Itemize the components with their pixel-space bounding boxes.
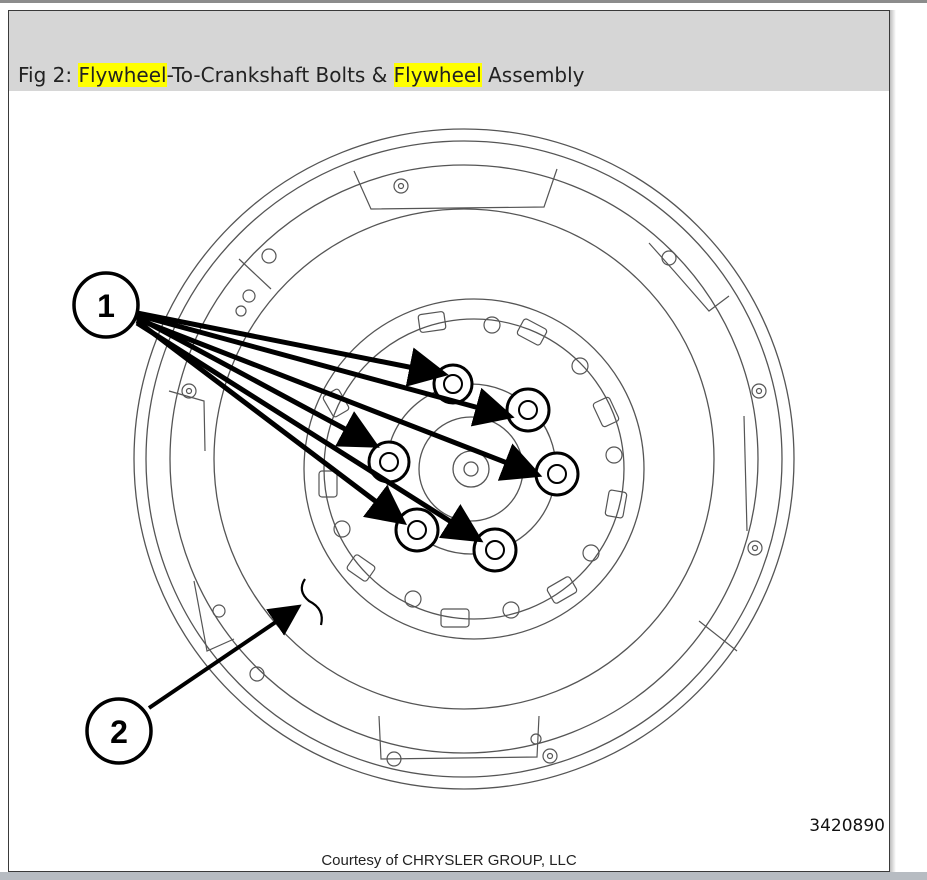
flywheel-rings (133, 128, 795, 790)
caption-suffix: Assembly (481, 63, 585, 87)
leader-to-bolt-upper-right (136, 312, 515, 427)
bolt-right (534, 451, 580, 497)
ring-hole (393, 178, 409, 194)
hub-slot (604, 489, 628, 519)
frame-shadow (890, 10, 896, 872)
bolt-upper-right (505, 387, 551, 433)
bolt-leader-arrows (135, 310, 543, 543)
leader-to-bolt-right (136, 316, 543, 481)
ring-hole (751, 544, 759, 552)
ring-segments (168, 168, 748, 760)
figure-frame: Fig 2: Flywheel-To-Crankshaft Bolts & Fl… (8, 10, 890, 872)
ring-hole (755, 387, 763, 395)
ring-hole (235, 305, 247, 317)
flywheel-diagram: 1 2 (72, 128, 795, 790)
ring-hole (242, 289, 256, 303)
ring-hole (397, 182, 405, 190)
caption-highlight-term-1: Flywheel (78, 63, 167, 87)
hub-slot (440, 608, 470, 628)
segment-left-bottom (193, 580, 235, 652)
hub (303, 298, 645, 640)
hub-slot (346, 554, 376, 582)
ring-hole (751, 383, 767, 399)
flywheel-leader (147, 578, 323, 710)
segment-right (743, 415, 748, 532)
ring-hole (386, 751, 402, 767)
hub-hole (404, 590, 422, 608)
hub-plate-inner (323, 318, 625, 620)
figure-id: 3420890 (809, 816, 885, 836)
callout-2-label: 2 (110, 714, 128, 750)
ring-hole (661, 250, 677, 266)
segment-bottom (378, 715, 540, 760)
hub-slot (318, 470, 338, 498)
caption-middle: -To-Crankshaft Bolts & (166, 63, 394, 87)
caption-prefix: Fig 2: (18, 63, 79, 87)
ring-hole (530, 733, 542, 745)
leader-to-bolt-lower-left (135, 319, 407, 526)
leader-to-bolt-top (136, 310, 449, 387)
leader-to-flywheel (147, 604, 302, 710)
window-bottom-border (0, 872, 927, 880)
callout-2: 2 (85, 697, 153, 765)
hub-hole (582, 544, 600, 562)
outer-ring-rim (133, 128, 795, 790)
ring-hole (249, 666, 265, 682)
ring-hole (212, 604, 226, 618)
crankshaft-bolts (367, 363, 580, 573)
ring-hole (261, 248, 277, 264)
ring-hole (185, 387, 193, 395)
flywheel-pointer-hook (300, 578, 323, 626)
hub-hole (483, 316, 501, 334)
segment-left (168, 390, 206, 452)
figure-caption: Fig 2: Flywheel-To-Crankshaft Bolts & Fl… (18, 63, 585, 87)
bolt-lower-right (472, 527, 518, 573)
segment-bottom-right (698, 620, 738, 652)
ring-holes (181, 178, 767, 767)
figure-credit: Courtesy of CHRYSLER GROUP, LLC (321, 852, 577, 869)
leader-to-bolt-lower-right (135, 320, 484, 543)
hub-slot (546, 576, 578, 604)
hub-hole (502, 601, 520, 619)
segment-top-left (238, 258, 272, 290)
leader-to-bolt-left (135, 314, 380, 448)
hub-slot (592, 396, 620, 428)
hub-slot (516, 318, 548, 346)
window-top-border (0, 0, 927, 3)
ring-gear-outer (169, 164, 759, 754)
hub-slot (417, 311, 447, 333)
ring-hole (181, 383, 197, 399)
hub-hole (333, 520, 351, 538)
segment-top (353, 168, 558, 210)
ring-gear-inner (213, 208, 715, 710)
ring-hole (747, 540, 763, 556)
bolt-lower-left (394, 507, 440, 553)
ring-hole (546, 752, 554, 760)
hub-plate-outer (303, 298, 645, 640)
callout-1: 1 (72, 271, 140, 339)
hub-hole (605, 446, 623, 464)
ring-hole (542, 748, 558, 764)
segment-top-right (648, 242, 730, 312)
crank-pilot-center (463, 461, 479, 477)
callout-1-label: 1 (97, 288, 115, 324)
caption-highlight-term-2: Flywheel (393, 63, 482, 87)
hub-hole (571, 357, 589, 375)
outer-ring-inner-rim (145, 140, 783, 778)
bolt-left (367, 440, 411, 484)
